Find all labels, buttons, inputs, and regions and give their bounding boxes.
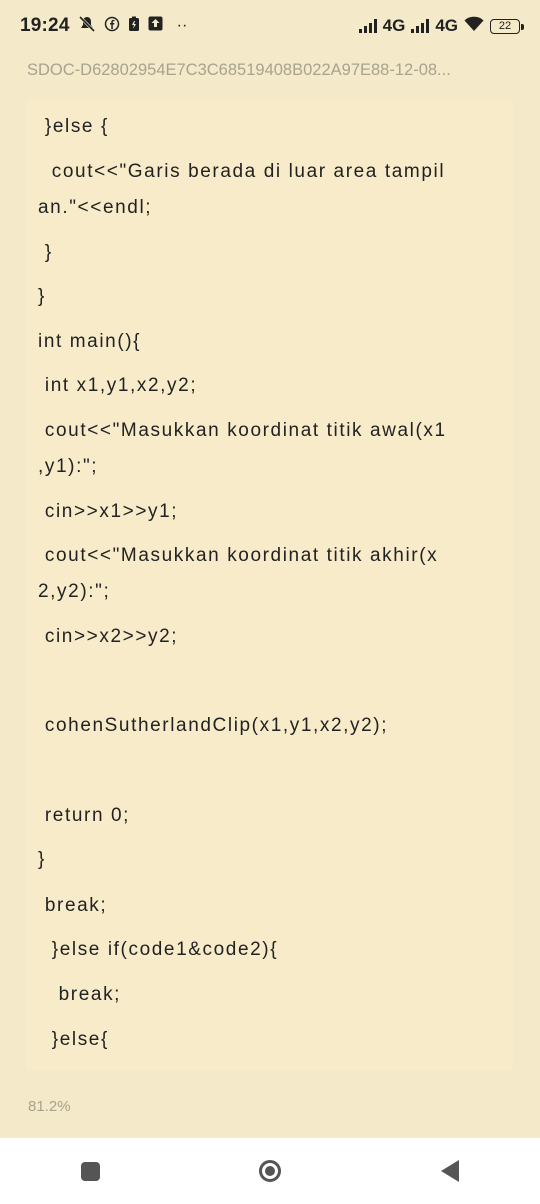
code-line: break; — [38, 984, 122, 1005]
code-line: cout<<"Garis berada di luar area tampil — [38, 161, 446, 182]
battery-saver-icon — [128, 16, 140, 37]
code-line: ,y1):"; — [38, 456, 99, 477]
facebook-icon — [104, 16, 120, 37]
status-right: 4G 4G 22 — [358, 16, 524, 37]
recents-icon — [80, 1161, 100, 1181]
code-line: an."<<endl; — [38, 197, 153, 218]
home-button[interactable] — [240, 1151, 300, 1191]
home-icon — [259, 1160, 281, 1182]
status-time: 19:24 — [20, 15, 70, 36]
code-line: }else if(code1&code2){ — [38, 939, 279, 960]
signal-icon — [358, 19, 377, 33]
document-title: SDOC-D62802954E7C3C68519408B022A97E88-12… — [27, 61, 451, 79]
upload-icon — [148, 16, 163, 36]
code-line: cout<<"Masukkan koordinat titik awal(x1 — [38, 420, 447, 441]
code-panel[interactable]: }else { cout<<"Garis berada di luar area… — [26, 100, 513, 1070]
status-left: 19:24 ·· — [20, 15, 187, 38]
signal-icon-2 — [411, 19, 430, 33]
code-line: cout<<"Masukkan koordinat titik akhir(x — [38, 545, 439, 566]
back-button[interactable] — [420, 1151, 480, 1191]
reading-progress: 81.2% — [28, 1098, 71, 1115]
battery-icon: 22 — [490, 18, 524, 34]
recents-button[interactable] — [60, 1151, 120, 1191]
wifi-icon — [464, 16, 484, 37]
code-line: return 0; — [38, 805, 131, 826]
back-icon — [441, 1160, 459, 1182]
code-line: 2,y2):"; — [38, 581, 111, 602]
code-line: cin>>x2>>y2; — [38, 626, 179, 647]
code-line: } — [38, 242, 53, 263]
network-type-2: 4G — [435, 16, 458, 35]
code-line: } — [38, 849, 46, 870]
network-type-1: 4G — [382, 16, 406, 35]
code-line: }else { — [38, 116, 109, 137]
code-line: cohenSutherlandClip(x1,y1,x2,y2); — [38, 715, 389, 736]
navigation-bar — [0, 1138, 540, 1204]
code-line: cin>>x1>>y1; — [38, 501, 179, 522]
code-line: int x1,y1,x2,y2; — [38, 375, 198, 396]
mute-icon — [78, 15, 96, 38]
code-line: } — [38, 286, 46, 307]
code-line: break; — [38, 895, 108, 916]
code-line: }else{ — [38, 1029, 109, 1050]
code-line: int main(){ — [38, 331, 142, 352]
status-bar: 19:24 ·· 4G 4G 22 — [0, 0, 540, 52]
more-notifications-icon: ·· — [176, 17, 188, 34]
